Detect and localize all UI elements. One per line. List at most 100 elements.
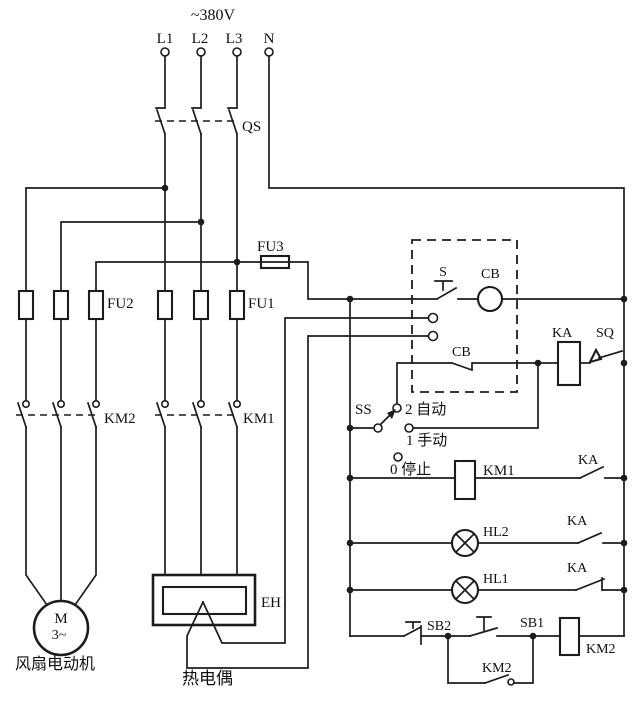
fan-motor [32, 599, 90, 657]
junction-dot [233, 258, 241, 266]
contact-terminal [161, 399, 170, 408]
label-ka-coil: KA [552, 326, 573, 341]
label-n: N [264, 31, 275, 47]
contact-terminal [21, 399, 30, 408]
hl1-rung [349, 575, 625, 605]
ss-common-terminal [373, 423, 383, 433]
hl1-lamp-icon [450, 575, 480, 605]
ss-pos0-terminal [393, 452, 403, 462]
label-sb1: SB1 [520, 616, 544, 631]
heater-eh [151, 573, 257, 627]
label-km1-contacts: KM1 [243, 411, 275, 427]
cb-indicator-lamp [476, 285, 504, 313]
km2-coil-body [558, 616, 581, 657]
junction-dot [620, 295, 628, 303]
junction-dots [161, 184, 628, 640]
junction-dot [620, 539, 628, 547]
km2-holding-branch [447, 635, 534, 686]
ka-no-contact-2 [576, 531, 603, 545]
wire-branch-3 [73, 261, 238, 607]
terminal-n [264, 47, 274, 57]
qs-blade-3 [227, 107, 239, 136]
sb1-no-pushbutton [468, 616, 499, 638]
terminal-l1 [160, 47, 170, 57]
label-km2-holding: KM2 [482, 661, 512, 676]
km2-holding-wire [447, 635, 534, 685]
ka-coil-body [556, 340, 582, 387]
hl2-lamp-icon [450, 528, 480, 558]
label-hl1: HL1 [483, 572, 509, 587]
label-sq: SQ [596, 326, 614, 341]
thermocouple-wire-b [201, 317, 429, 644]
sq-actuator-icon [588, 347, 603, 364]
junction-dot [346, 424, 354, 432]
fuse-fu1-3 [228, 289, 246, 321]
fuses [17, 254, 351, 321]
junction-dot [620, 359, 628, 367]
contact-terminal [92, 399, 101, 408]
label-l1: L1 [157, 31, 174, 47]
terminal-l2 [196, 47, 206, 57]
label-pos-manual: 1 手动 [406, 432, 447, 449]
fuse-fu2-3 [87, 289, 105, 321]
junction-dot [620, 474, 628, 482]
ka-no-contact-1 [578, 465, 605, 480]
contact-terminal [197, 399, 206, 408]
label-thermocouple: 热电偶 [182, 669, 233, 688]
label-cb-contact: CB [452, 345, 471, 360]
label-ss: SS [355, 402, 372, 418]
junction-dot [529, 632, 537, 640]
junction-dot [346, 474, 354, 482]
thermocouple-wire-a [186, 335, 429, 669]
sb2-nc-pushbutton [402, 621, 423, 645]
contact-terminal [56, 399, 65, 408]
fuse-fu3 [259, 254, 291, 270]
sq-blade [597, 349, 624, 360]
ka-relay-branch [556, 340, 624, 387]
label-motor-caption: 风扇电动机 [15, 655, 95, 673]
label-sb2: SB2 [427, 619, 451, 634]
label-km2-coil: KM2 [586, 642, 616, 657]
hl1-lamp-cross [454, 579, 476, 601]
label-fu3: FU3 [257, 239, 284, 255]
wire-branch-2 [60, 221, 202, 602]
qs-disconnect-switch [155, 107, 239, 136]
fuse-fu2-1 [17, 289, 35, 321]
label-s-switch: S [439, 265, 447, 280]
label-l3: L3 [226, 31, 243, 47]
temperature-controller [349, 239, 625, 405]
label-km2-contacts: KM2 [104, 411, 136, 427]
label-l2: L2 [192, 31, 209, 47]
wire-fu3 [236, 261, 351, 300]
ss-arm-arrowhead [387, 409, 396, 419]
wire-branch-1 [25, 187, 166, 607]
label-km1-coil: KM1 [483, 463, 515, 479]
label-voltage: ~380V [191, 7, 236, 24]
km1-coil-body [453, 459, 477, 501]
label-motor-m: M [54, 611, 67, 627]
label-ka-contact-hl2: KA [567, 514, 588, 529]
ka-nc-contact [574, 577, 606, 592]
km1-main-contacts [155, 399, 242, 429]
terminal-l3 [232, 47, 242, 57]
cb-contact [396, 361, 559, 405]
junction-dot [346, 539, 354, 547]
qs-blade-1 [155, 107, 167, 136]
power-terminals [160, 47, 274, 57]
hl2-lamp-cross [454, 532, 476, 554]
junction-dot [161, 184, 169, 192]
manual-bypass-wire [412, 365, 539, 429]
junction-dot [620, 586, 628, 594]
label-hl2: HL2 [483, 525, 509, 540]
fuse-fu1-1 [156, 289, 174, 321]
label-fu2: FU2 [107, 296, 134, 312]
km1-coil-rung [349, 459, 625, 501]
junction-dot [346, 586, 354, 594]
label-cb-lamp: CB [481, 267, 500, 282]
ss-pos1-terminal [404, 423, 414, 433]
motor-circle [32, 599, 90, 657]
heater-inner [161, 585, 248, 616]
controller-box [411, 239, 518, 393]
